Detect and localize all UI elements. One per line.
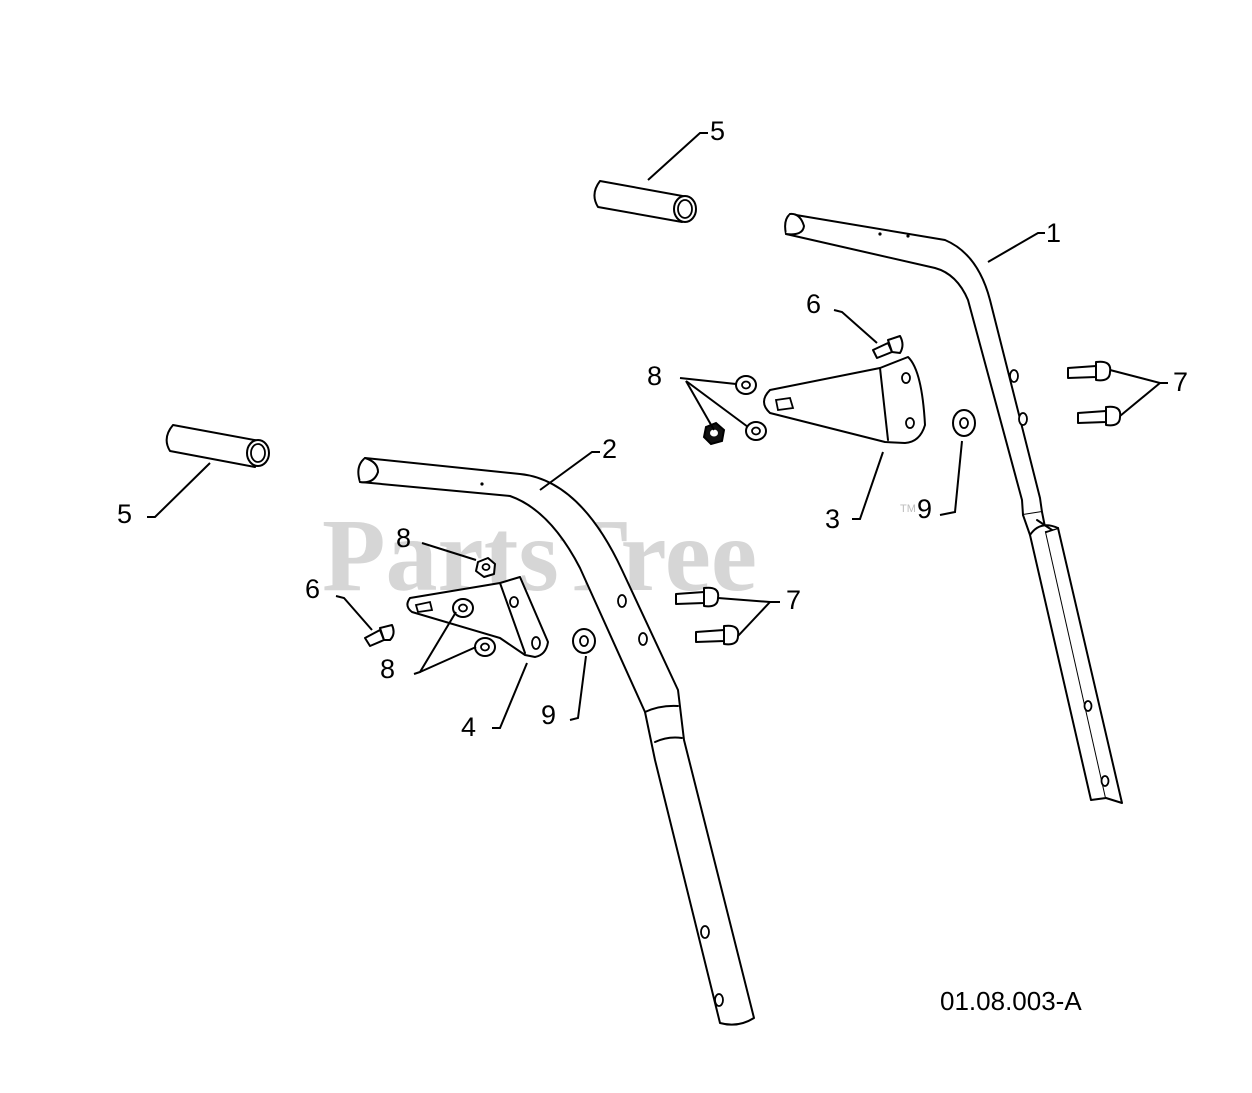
callout-labels: 1 2 3 4 5 5 6 6 7 7 8 8 8 9 9 <box>117 116 1188 742</box>
callout-5-left: 5 <box>117 499 132 529</box>
nuts-left-8 <box>452 557 496 657</box>
handle-tube-right <box>784 212 1123 804</box>
bolt-right-6 <box>872 335 904 359</box>
nuts-right-8 <box>702 375 767 446</box>
callout-7-right: 7 <box>1173 367 1188 397</box>
callout-6-right: 6 <box>806 289 821 319</box>
callout-3: 3 <box>825 504 840 534</box>
leader-lines <box>147 132 1168 729</box>
bracket-left <box>406 576 549 658</box>
callout-5-top: 5 <box>710 116 725 146</box>
screws-right-7 <box>1067 360 1122 427</box>
callout-8-left-bottom: 8 <box>380 654 395 684</box>
callout-1: 1 <box>1046 218 1061 248</box>
callout-8-left-top: 8 <box>396 523 411 553</box>
callout-7-mid: 7 <box>786 585 801 615</box>
diagram-reference-code: 01.08.003-A <box>940 986 1082 1016</box>
grip-lower <box>165 424 270 468</box>
grip-upper <box>593 180 697 223</box>
handle-tube-left <box>357 457 755 1026</box>
callout-6-left: 6 <box>305 574 320 604</box>
callout-2: 2 <box>602 434 617 464</box>
callout-8-right: 8 <box>647 361 662 391</box>
washer-right-9 <box>952 409 976 437</box>
callout-9-left: 9 <box>541 700 556 730</box>
callout-9-right: 9 <box>917 494 932 524</box>
watermark-trademark: TM <box>900 503 916 515</box>
screws-mid-7 <box>675 586 740 646</box>
bolt-left-6 <box>364 624 395 647</box>
washer-left-9 <box>572 628 596 654</box>
bracket-right <box>763 356 926 444</box>
callout-4: 4 <box>461 712 476 742</box>
